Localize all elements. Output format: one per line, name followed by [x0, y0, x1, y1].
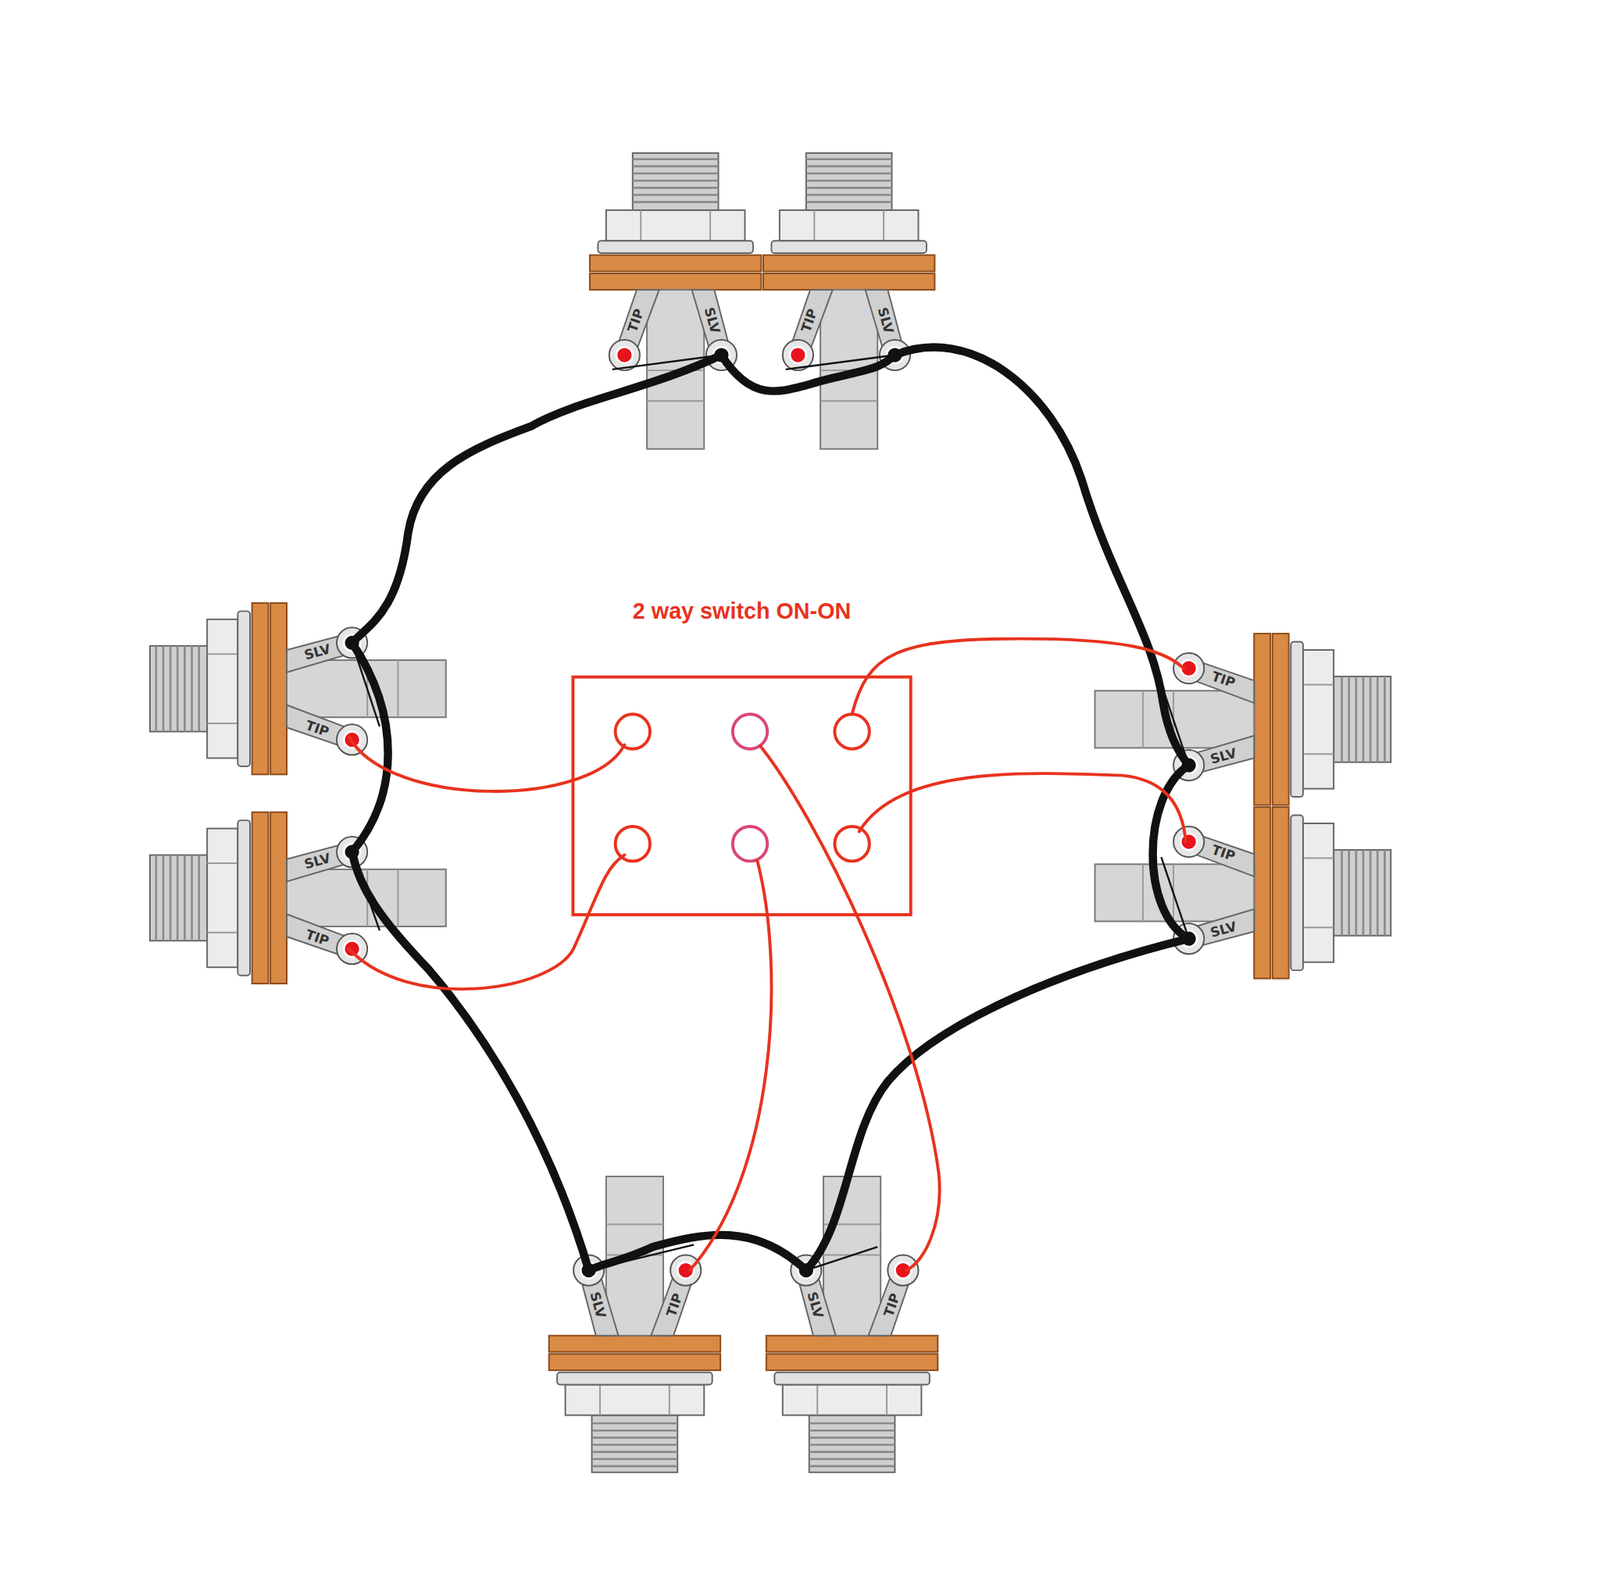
ground-wire [1153, 765, 1190, 940]
signal-wire [760, 746, 940, 1271]
ground-wire [894, 347, 1189, 766]
switch-terminal [615, 714, 650, 749]
jacks [150, 153, 1391, 1473]
jack [763, 153, 935, 450]
switch-terminal [834, 826, 869, 861]
switch-outline [571, 675, 912, 917]
signal-wire [349, 855, 625, 990]
switch-box: 2 way switch ON-ON [571, 589, 912, 917]
ground-wires [352, 347, 1190, 1272]
switch-terminal [834, 714, 869, 749]
signal-wires [349, 639, 1186, 1271]
switch-heading: 2 way switch ON-ON [571, 589, 912, 625]
switch-terminal [732, 826, 768, 861]
jack [150, 603, 447, 775]
ground-wire [806, 939, 1190, 1271]
switch-terminals [615, 714, 870, 861]
ground-wire [352, 852, 590, 1272]
jack [766, 1176, 938, 1473]
jack [150, 812, 447, 984]
ground-wire [721, 355, 895, 392]
switch-terminal [732, 714, 768, 749]
ground-wire [589, 1235, 807, 1271]
thin-ground-wires [352, 355, 1190, 1272]
signal-wire [859, 773, 1186, 842]
jack [589, 153, 761, 450]
signal-wire [689, 860, 772, 1271]
signal-wire [349, 736, 625, 792]
